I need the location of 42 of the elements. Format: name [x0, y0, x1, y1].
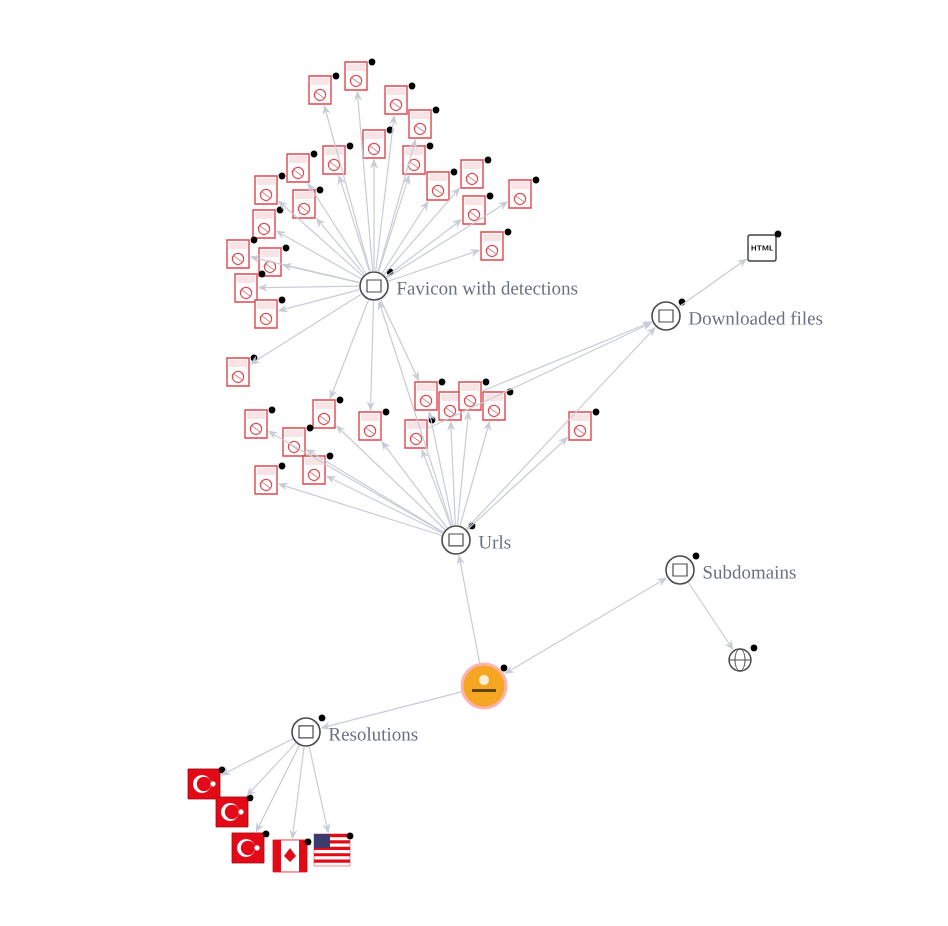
url-file-icon	[460, 156, 492, 189]
url-file-icon	[286, 150, 318, 183]
node-label: Subdomains	[703, 565, 796, 579]
url-file-icon	[302, 452, 334, 485]
url-file-icon	[234, 270, 266, 303]
url-file-icon	[462, 192, 494, 225]
url-file-icon	[426, 168, 458, 201]
node-label: Favicon with detections	[396, 281, 578, 295]
url-file-icon	[322, 142, 354, 175]
url-file-icon	[480, 228, 512, 261]
url-file-icon	[292, 186, 324, 219]
url-file-icon	[358, 408, 390, 441]
url-file-icon	[254, 172, 286, 205]
url-file-icon	[226, 236, 258, 269]
url-file-icon	[258, 244, 290, 277]
flag-icon	[272, 838, 312, 873]
node-label: Resolutions	[328, 727, 418, 741]
node-label: Downloaded files	[688, 311, 823, 325]
url-file-icon	[362, 126, 394, 159]
url-file-icon	[252, 206, 284, 239]
url-file-icon	[458, 378, 490, 411]
url-file-icon	[408, 106, 440, 139]
url-file-icon	[244, 406, 276, 439]
url-file-icon	[282, 424, 314, 457]
url-file-icon	[254, 462, 286, 495]
globe-icon	[728, 644, 758, 672]
flag-icon	[313, 832, 354, 867]
url-file-icon	[254, 296, 286, 329]
flag-icon	[187, 766, 226, 800]
url-file-icon	[482, 388, 514, 421]
node-label: Urls	[478, 535, 511, 549]
url-file-icon	[312, 396, 344, 429]
url-file-icon	[226, 354, 258, 387]
url-file-icon	[384, 82, 416, 115]
url-file-icon	[508, 176, 540, 209]
url-file-icon	[404, 416, 436, 449]
url-file-icon	[402, 142, 434, 175]
url-file-icon	[308, 72, 340, 105]
url-file-icon	[568, 408, 600, 441]
domain-icon	[460, 662, 508, 710]
flag-icon	[215, 794, 254, 828]
url-file-icon	[344, 58, 376, 91]
